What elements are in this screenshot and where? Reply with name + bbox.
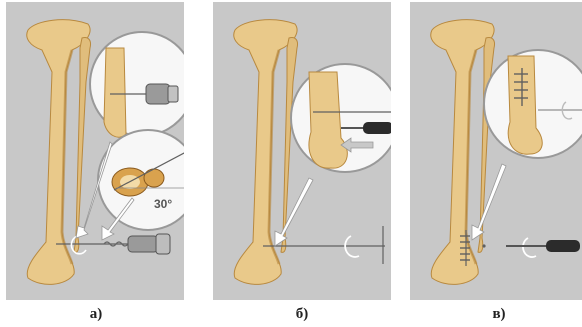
zoom-circle-icon <box>90 32 184 137</box>
panel-b <box>213 2 391 300</box>
direction-arrow-icon <box>472 164 506 240</box>
panel-c <box>410 2 582 300</box>
tibia-fibula-bone-icon <box>431 20 495 285</box>
rotation-arrow-icon <box>523 238 536 257</box>
tibia-fibula-bone-icon <box>27 20 91 285</box>
panel-a-illustration: 30° <box>6 2 184 300</box>
zoom-circle-icon <box>484 50 582 158</box>
caption-a: а) <box>66 304 126 324</box>
caption-b: б) <box>272 304 332 324</box>
panel-a: 30° <box>6 2 184 300</box>
screwdriver-icon <box>506 240 580 252</box>
angle-label: 30° <box>154 197 172 211</box>
zoom-circle-icon <box>291 64 391 172</box>
panel-b-illustration <box>213 2 391 300</box>
panel-c-illustration <box>410 2 582 300</box>
tibia-fibula-bone-icon <box>234 20 298 285</box>
caption-c: в) <box>469 304 529 324</box>
